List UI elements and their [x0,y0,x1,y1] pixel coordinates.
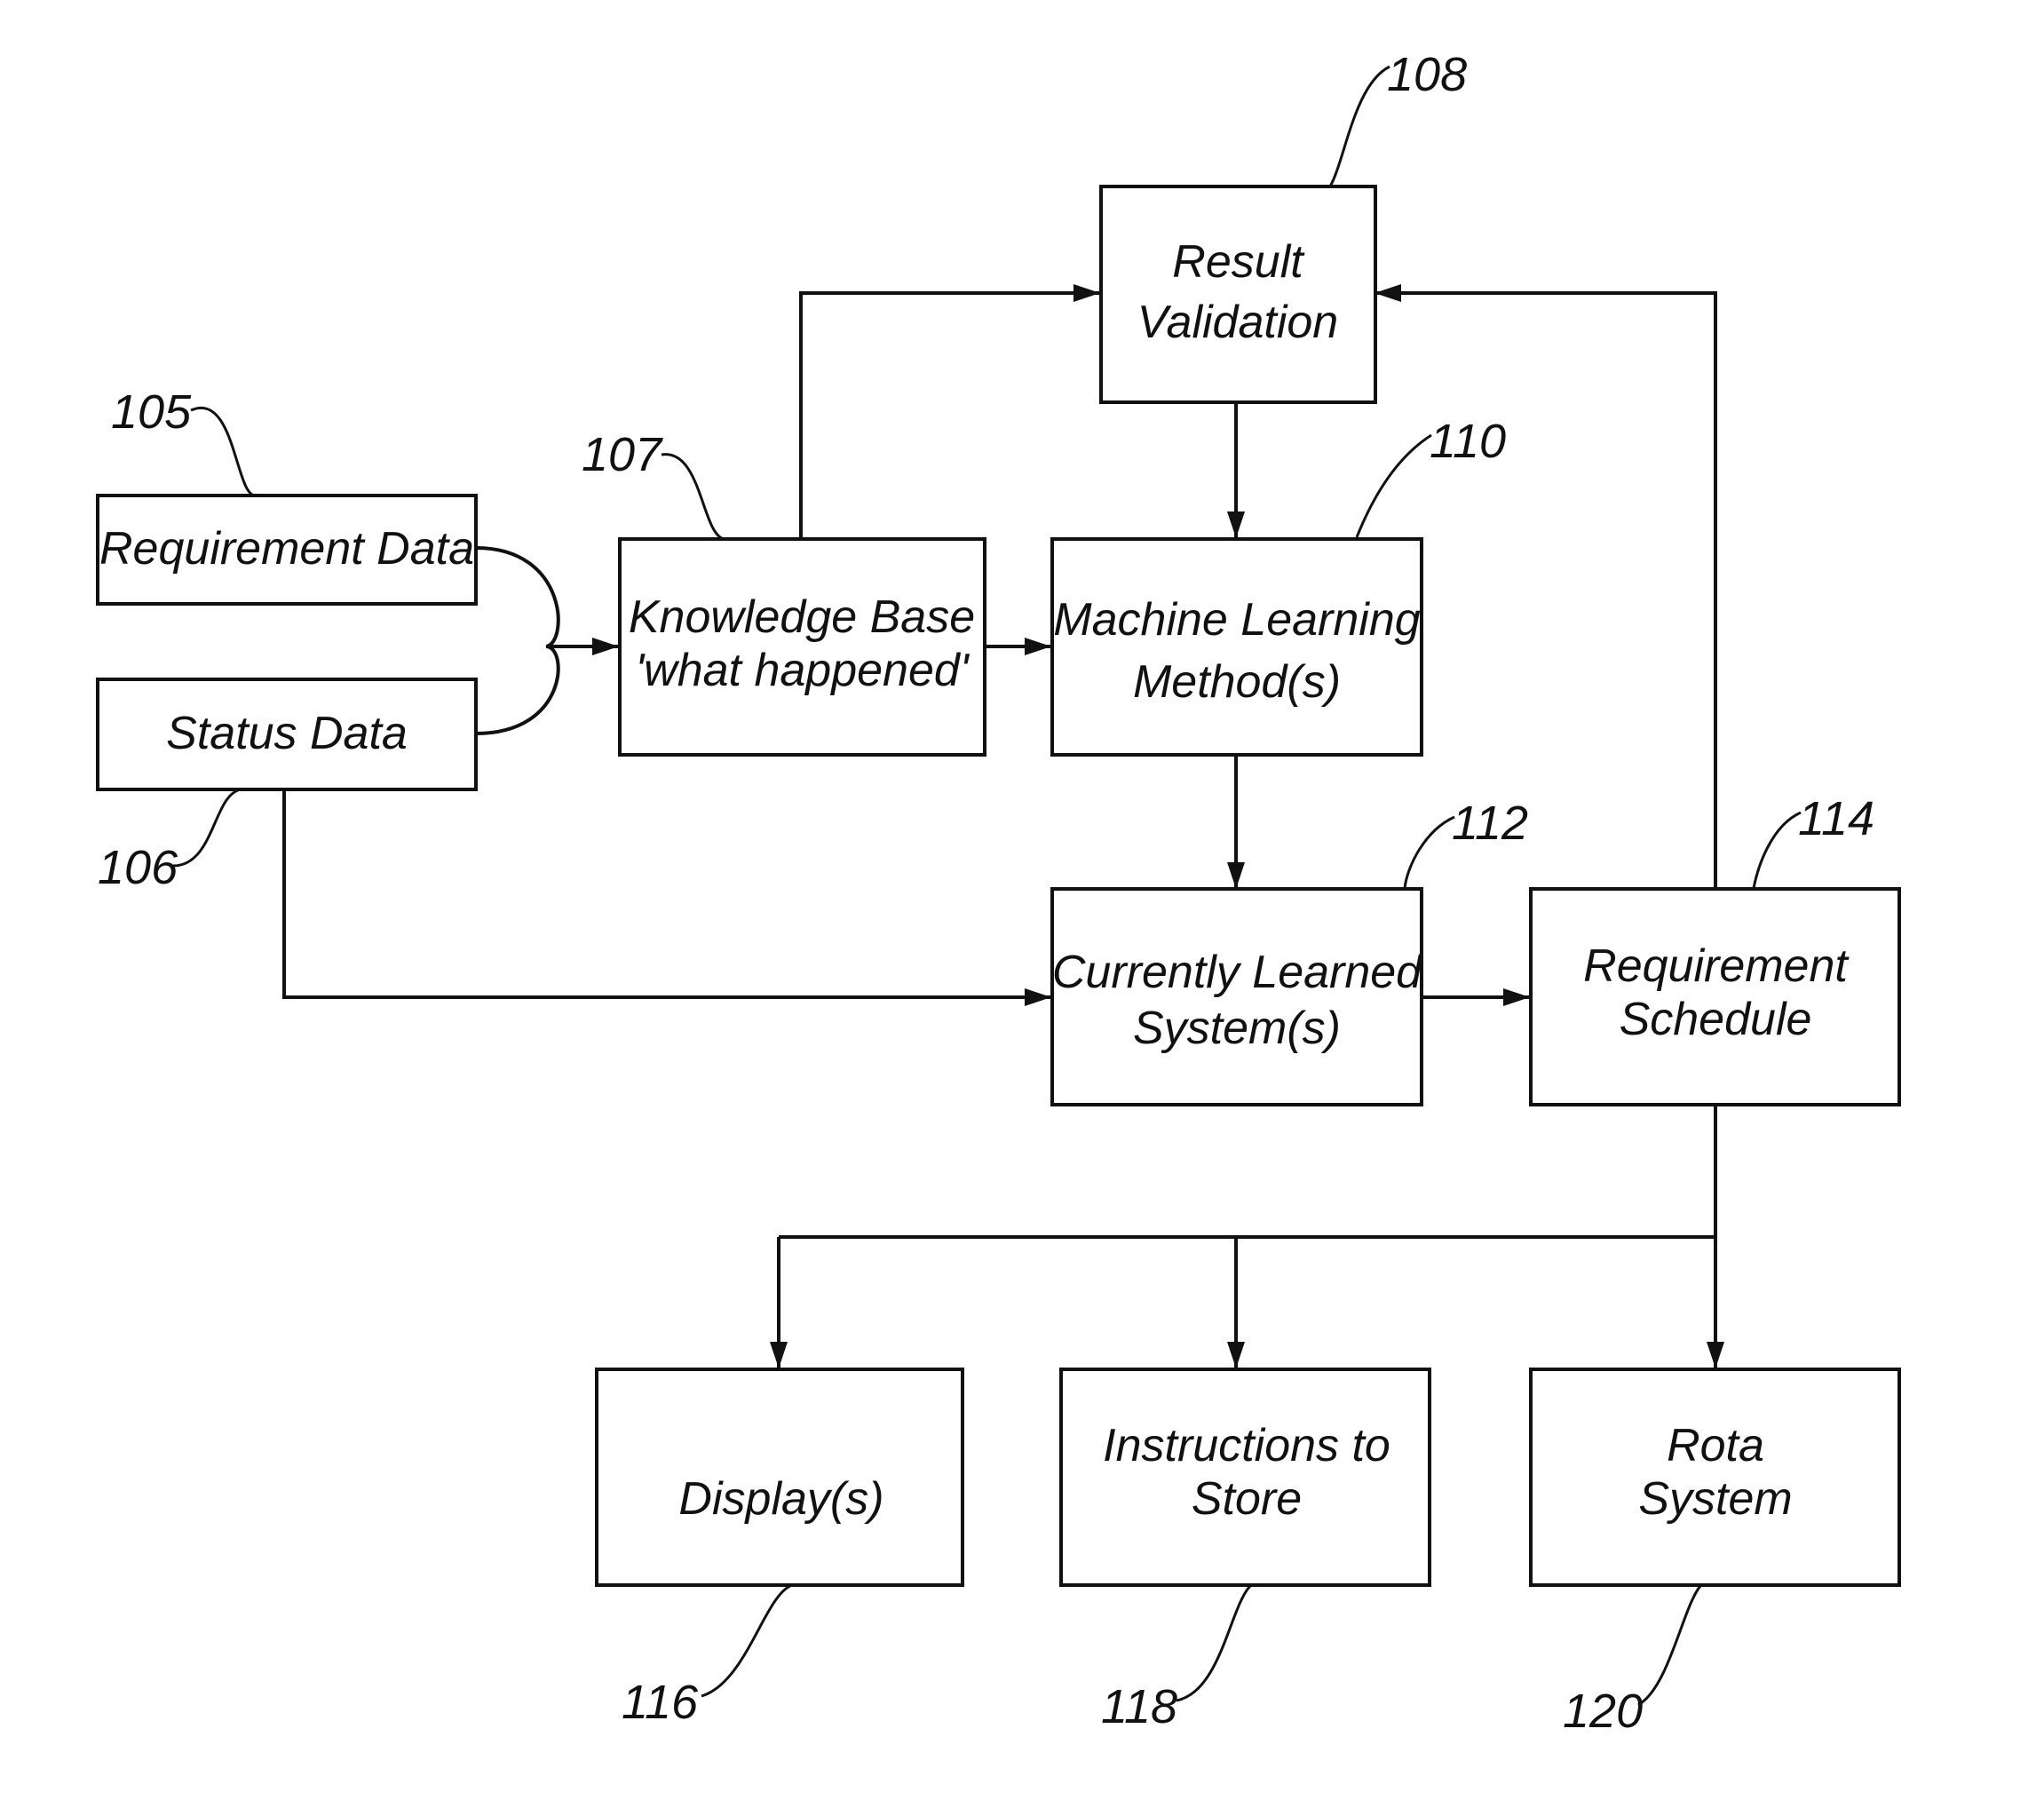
leader-106 [173,790,238,866]
ref-116: 116 [622,1676,699,1729]
leader-105 [191,408,256,496]
node-result-validation: Result Validation [1101,186,1375,402]
node-status-data: Status Data [98,679,476,789]
node-knowledge-base-label-line-2: 'what happened' [635,645,971,696]
node-requirement-schedule-label-line-1: Requirement [1583,940,1850,992]
node-requirement-schedule: Requirement Schedule [1531,889,1899,1105]
ref-106: 106 [98,841,178,894]
node-currently-learned-label-line-1: Currently Learned [1052,947,1423,998]
ref-105: 105 [111,385,192,439]
node-displays-label: Display(s) [678,1473,883,1525]
node-requirement-schedule-label-line-2: Schedule [1620,994,1812,1045]
node-machine-learning-label-line-2: Method(s) [1133,656,1341,708]
ref-110: 110 [1430,415,1506,468]
leader-116 [701,1586,790,1696]
ref-118: 118 [1101,1680,1177,1733]
node-currently-learned-label-line-2: System(s) [1133,1003,1341,1054]
node-instructions-to-store: Instructions to Store [1061,1369,1430,1585]
node-knowledge-base: Knowledge Base 'what happened' [620,539,985,755]
ref-108: 108 [1387,48,1467,101]
ref-112: 112 [1452,797,1528,850]
node-rota-system: Rota System [1531,1369,1899,1585]
leader-110 [1357,435,1431,537]
leader-114 [1754,813,1801,888]
node-currently-learned: Currently Learned System(s) [1052,889,1423,1105]
edge-status-data-to-currently-learned [284,790,1050,997]
ref-114: 114 [1798,792,1874,845]
node-knowledge-base-label-line-1: Knowledge Base [629,591,975,643]
node-displays: Display(s) [597,1369,963,1585]
leader-112 [1405,817,1454,888]
node-result-validation-label-line-1: Result [1172,236,1305,288]
edge-status-data-to-knowledge-base [476,646,559,733]
leader-118 [1176,1586,1250,1701]
node-status-data-label: Status Data [166,708,408,759]
node-result-validation-label-line-2: Validation [1137,297,1338,348]
ref-120: 120 [1563,1685,1643,1738]
leader-120 [1638,1586,1700,1705]
edge-knowledge-base-to-result-validation [801,293,1099,539]
ref-107: 107 [582,428,663,481]
node-rota-system-label-line-2: System [1638,1473,1792,1525]
node-machine-learning: Machine Learning Method(s) [1052,539,1422,755]
node-requirement-data: Requirement Data [98,496,476,604]
edge-requirement-data-to-knowledge-base [476,548,559,646]
leader-107 [662,455,724,539]
node-instructions-to-store-label-line-2: Store [1192,1473,1302,1525]
edge-requirement-schedule-to-result-validation [1375,293,1715,888]
node-requirement-data-label: Requirement Data [99,523,474,575]
node-rota-system-label-line-1: Rota [1667,1420,1764,1471]
node-instructions-to-store-label-line-1: Instructions to [1103,1420,1390,1471]
node-machine-learning-label-line-1: Machine Learning [1053,594,1420,646]
leader-108 [1330,67,1390,186]
